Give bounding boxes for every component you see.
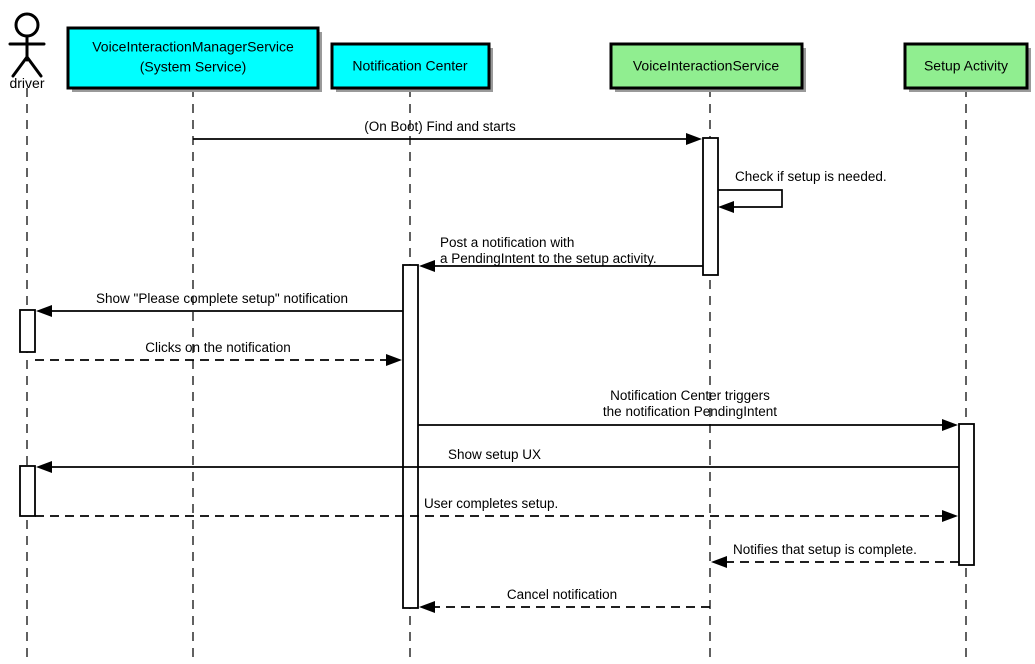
- message-label-trigger-pendingintent-line2: the notification PendingIntent: [603, 404, 777, 419]
- participant-notification-center[interactable]: Notification Center: [330, 42, 493, 92]
- message-clicks-notification[interactable]: Clicks on the notification: [35, 340, 402, 366]
- message-label-notifies-setup-complete: Notifies that setup is complete.: [733, 542, 917, 557]
- arrowhead-show-setup-ux: [36, 461, 52, 473]
- message-on-boot[interactable]: (On Boot) Find and starts: [193, 119, 702, 145]
- message-line-check-setup-needed: [718, 189, 783, 208]
- activation-bar-setup-activity: [958, 423, 975, 566]
- message-notifies-setup-complete[interactable]: Notifies that setup is complete.: [711, 542, 959, 568]
- participant-label-vims-line1: VoiceInteractionManagerService: [92, 39, 294, 55]
- arrowhead-on-boot: [686, 133, 702, 145]
- message-post-notification[interactable]: Post a notification with a PendingIntent…: [419, 235, 703, 272]
- participant-label-driver: driver: [9, 75, 44, 91]
- message-label-user-completes-setup: User completes setup.: [424, 496, 558, 511]
- participant-setup-activity[interactable]: Setup Activity: [903, 42, 1031, 92]
- box-setup-activity[interactable]: [903, 42, 1029, 90]
- arrowhead-show-notification: [36, 305, 52, 317]
- message-cancel-notification[interactable]: Cancel notification: [419, 587, 710, 613]
- box-vims[interactable]: [66, 26, 320, 90]
- message-show-setup-ux[interactable]: Show setup UX: [36, 447, 959, 473]
- box-vis[interactable]: [609, 42, 804, 90]
- box-notification-center[interactable]: [330, 42, 491, 90]
- message-label-on-boot: (On Boot) Find and starts: [364, 119, 516, 134]
- message-label-post-notification-line1: Post a notification with: [440, 235, 574, 250]
- actor-head-icon: [14, 12, 40, 38]
- actor-leg-right-icon: [25, 55, 43, 78]
- arrowhead-notifies-setup-complete: [711, 556, 727, 568]
- activation-bars-group: [19, 137, 975, 609]
- message-show-notification[interactable]: Show "Please complete setup" notificatio…: [36, 291, 403, 317]
- activation-bar-driver-1: [19, 309, 36, 353]
- arrowhead-clicks-notification: [386, 354, 402, 366]
- message-label-clicks-notification: Clicks on the notification: [145, 340, 291, 355]
- arrowhead-trigger-pendingintent: [942, 419, 958, 431]
- activation-bar-voice-interaction-service: [702, 137, 719, 276]
- activation-bar-notification-center: [402, 264, 419, 609]
- message-trigger-pendingintent[interactable]: Notification Center triggers the notific…: [418, 388, 958, 431]
- arrowhead-post-notification: [419, 260, 435, 272]
- message-label-trigger-pendingintent-line1: Notification Center triggers: [610, 388, 770, 403]
- participant-driver[interactable]: driver: [8, 12, 46, 91]
- arrowhead-check-setup-needed: [718, 201, 734, 213]
- participant-voice-interaction-manager-service[interactable]: VoiceInteractionManagerService (System S…: [66, 26, 322, 92]
- message-user-completes-setup[interactable]: User completes setup.: [35, 496, 958, 522]
- activation-bar-driver-2: [19, 465, 36, 517]
- participant-label-notification-center: Notification Center: [352, 58, 468, 74]
- message-label-show-notification: Show "Please complete setup" notificatio…: [96, 291, 348, 306]
- message-label-post-notification-line2: a PendingIntent to the setup activity.: [440, 251, 657, 266]
- participant-voice-interaction-service[interactable]: VoiceInteractionService: [609, 42, 806, 92]
- participant-label-vis: VoiceInteractionService: [633, 58, 780, 74]
- participant-label-setup-activity: Setup Activity: [924, 58, 1008, 74]
- message-label-show-setup-ux: Show setup UX: [448, 447, 541, 462]
- message-label-check-setup-needed: Check if setup is needed.: [735, 169, 887, 184]
- message-label-cancel-notification: Cancel notification: [507, 587, 617, 602]
- message-check-setup-needed[interactable]: Check if setup is needed.: [718, 169, 887, 213]
- arrowhead-cancel-notification: [419, 601, 435, 613]
- participant-label-vims-line2: (System Service): [140, 59, 247, 75]
- arrowhead-user-completes-setup: [942, 510, 958, 522]
- actor-leg-left-icon: [11, 55, 29, 78]
